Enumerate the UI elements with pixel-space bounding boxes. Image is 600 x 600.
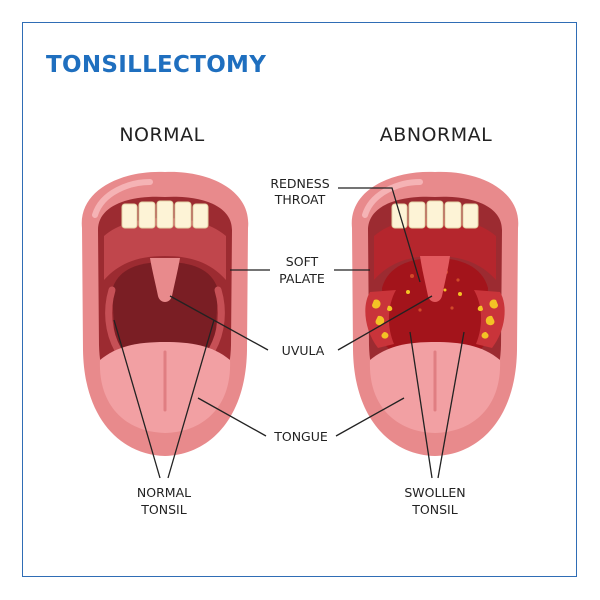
abnormal-lip-highlight <box>362 179 423 218</box>
uvula-leader-left <box>169 295 269 351</box>
redness-throat-leader <box>338 187 421 283</box>
tongue-leader-left <box>197 397 267 437</box>
tonsil-pus <box>372 299 498 339</box>
swollen-tonsil-label-line1: SWOLLEN <box>404 485 465 500</box>
leader-lines <box>113 187 465 479</box>
normal-palate <box>104 218 226 280</box>
uvula-label: UVULA <box>282 343 325 358</box>
normal-throat <box>112 262 218 364</box>
normal-mouth <box>81 171 249 456</box>
soft-palate-label-line1: SOFT <box>286 254 319 269</box>
redness-label-line2: THROAT <box>274 192 326 207</box>
uvula-leader-right <box>337 295 433 351</box>
normal-teeth <box>121 200 209 229</box>
swollen-tonsil-leader-left <box>409 331 433 479</box>
normal-tonsil-label-line1: NORMAL <box>137 485 191 500</box>
tongue-leader-right <box>335 397 405 437</box>
abnormal-palate <box>374 218 496 280</box>
normal-left-tonsil <box>105 286 122 354</box>
normal-tonsil-label-line2: TONSIL <box>140 502 186 517</box>
abnormal-mouth <box>351 171 519 456</box>
normal-heading: NORMAL <box>119 124 205 146</box>
normal-uvula <box>150 258 180 302</box>
page-title: TONSILLECTOMY <box>46 52 267 78</box>
normal-tonsil-leader-left <box>113 319 161 479</box>
tongue-label: TONGUE <box>273 429 328 444</box>
abnormal-heading: ABNORMAL <box>379 124 493 146</box>
swollen-tonsil-leader-right <box>437 331 465 479</box>
normal-lip-highlight <box>92 179 153 218</box>
swollen-tonsil-label-line2: TONSIL <box>411 502 457 517</box>
normal-right-tonsil <box>208 286 225 354</box>
soft-palate-label-line2: PALATE <box>279 271 325 286</box>
normal-tonsil-leader-right <box>167 319 215 479</box>
abnormal-teeth <box>391 200 479 229</box>
redness-label-line1: REDNESS <box>270 176 329 191</box>
abnormal-uvula <box>420 256 450 302</box>
abnormal-throat <box>382 258 488 364</box>
